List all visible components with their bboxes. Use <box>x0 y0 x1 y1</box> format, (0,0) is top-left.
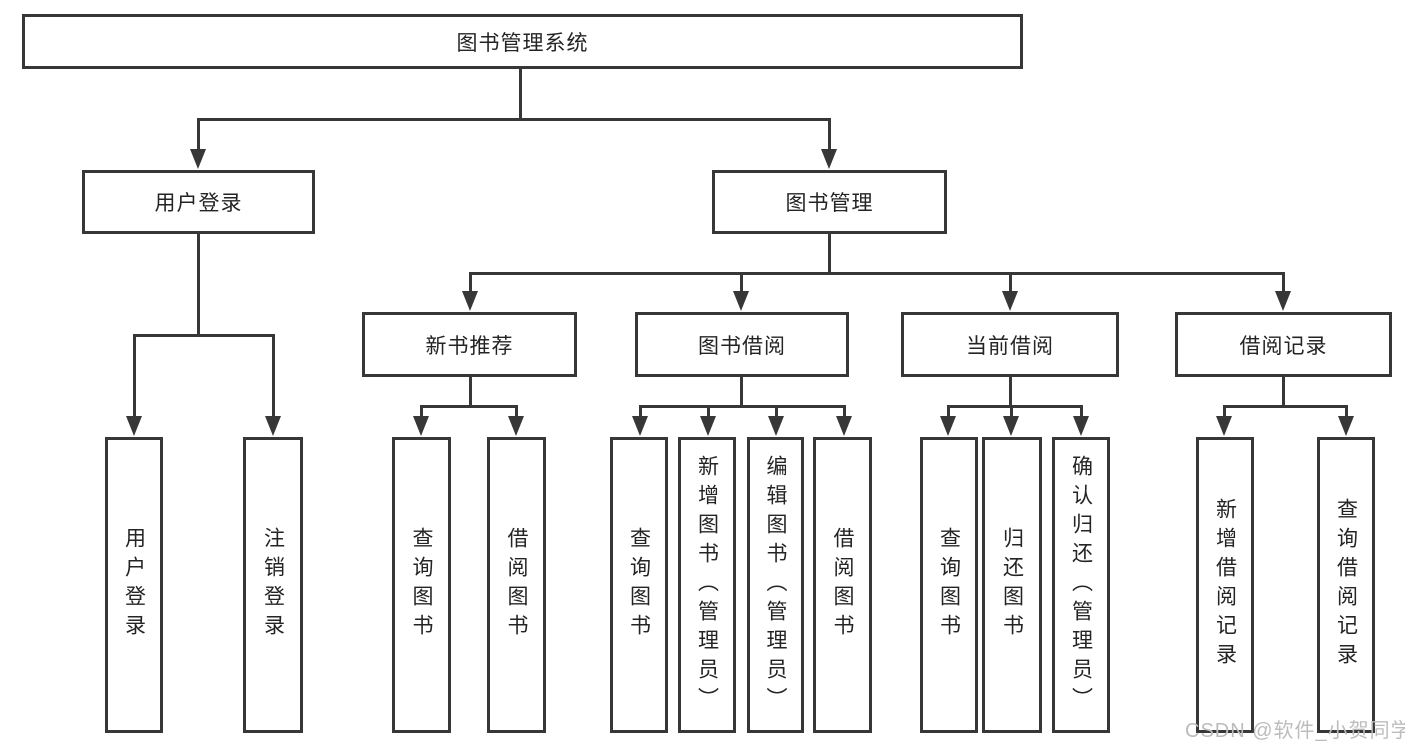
node-label: 借阅图书 <box>505 527 528 643</box>
connector <box>1080 406 1083 420</box>
node-label: 查询图书 <box>410 527 433 643</box>
connector <box>469 272 1285 275</box>
leaf-confirm-return-admin: 确认归还（管理员） <box>1052 437 1110 733</box>
node-label: 归还图书 <box>1000 527 1024 643</box>
arrow-down-icon <box>1073 416 1089 436</box>
node-label: 新书推荐 <box>425 334 514 358</box>
arrow-down-icon <box>700 416 716 436</box>
connector <box>828 119 831 152</box>
node-label: 注销登录 <box>261 527 285 643</box>
connector <box>515 406 518 420</box>
arrow-down-icon <box>940 416 956 436</box>
node-label: 图书借阅 <box>698 334 786 358</box>
leaf-add-borrow-record: 新增借阅记录 <box>1196 437 1254 733</box>
arrow-down-icon <box>1338 416 1354 436</box>
node-label: 图书管理 <box>785 192 874 215</box>
connector <box>1009 377 1012 408</box>
leaf-query-books-recommend: 查询图书 <box>392 437 451 733</box>
connector <box>639 405 846 408</box>
node-system-root: 图书管理系统 <box>22 14 1023 69</box>
node-label: 当前借阅 <box>966 334 1054 358</box>
connector <box>828 234 831 274</box>
connector <box>740 377 743 408</box>
connector <box>843 406 846 420</box>
node-label: 借阅记录 <box>1239 334 1328 358</box>
leaf-logout: 注销登录 <box>243 437 303 733</box>
node-label: 确认归还（管理员） <box>1069 454 1093 716</box>
connector <box>775 406 778 420</box>
connector <box>1345 406 1348 420</box>
node-book-borrow: 图书借阅 <box>635 312 849 377</box>
arrow-down-icon <box>126 416 142 436</box>
node-label: 新增借阅记录 <box>1213 498 1237 672</box>
connector <box>519 68 522 121</box>
connector <box>740 273 743 295</box>
node-label: 查询图书 <box>627 527 651 643</box>
connector <box>707 406 710 420</box>
connector <box>1223 406 1226 420</box>
connector <box>1282 377 1285 408</box>
connector <box>272 335 275 420</box>
arrow-down-icon <box>1003 416 1019 436</box>
node-label: 查询图书 <box>937 527 961 643</box>
leaf-query-books-borrow: 查询图书 <box>610 437 668 733</box>
leaf-return-book: 归还图书 <box>982 437 1042 733</box>
node-borrow-records: 借阅记录 <box>1175 312 1392 377</box>
connector <box>947 406 950 420</box>
connector <box>197 233 200 336</box>
node-label: 用户登录 <box>154 192 243 215</box>
node-current-borrow: 当前借阅 <box>901 312 1119 377</box>
leaf-add-book-admin: 新增图书（管理员） <box>678 437 736 733</box>
leaf-query-borrow-record: 查询借阅记录 <box>1317 437 1375 733</box>
arrow-down-icon <box>836 416 852 436</box>
arrow-down-icon <box>768 416 784 436</box>
connector <box>197 118 831 121</box>
leaf-query-books-current: 查询图书 <box>920 437 978 733</box>
connector <box>947 405 1083 408</box>
arrow-down-icon <box>632 416 648 436</box>
connector <box>420 406 423 420</box>
leaf-user-login: 用户登录 <box>105 437 163 733</box>
arrow-down-icon <box>508 416 524 436</box>
arrow-down-icon <box>1275 291 1291 311</box>
arrow-down-icon <box>413 416 429 436</box>
watermark: CSDN @软件_小贺同学 <box>1185 720 1405 742</box>
arrow-down-icon <box>1216 416 1232 436</box>
leaf-edit-book-admin: 编辑图书（管理员） <box>747 437 804 733</box>
connector <box>420 405 518 408</box>
arrow-down-icon <box>462 291 478 311</box>
node-new-book-recommend: 新书推荐 <box>362 312 577 377</box>
arrow-down-icon <box>190 149 206 169</box>
node-label: 查询借阅记录 <box>1334 498 1358 672</box>
arrow-down-icon <box>821 149 837 169</box>
arrow-down-icon <box>1002 291 1018 311</box>
node-book-management: 图书管理 <box>712 170 947 234</box>
connector <box>1223 405 1348 408</box>
node-label: 借阅图书 <box>831 527 854 643</box>
connector <box>133 334 275 337</box>
connector <box>469 377 472 408</box>
connector <box>639 406 642 420</box>
node-label: 新增图书（管理员） <box>695 454 719 716</box>
connector <box>1010 406 1013 420</box>
connector <box>1282 273 1285 295</box>
arrow-down-icon <box>265 416 281 436</box>
node-user-login: 用户登录 <box>82 170 315 234</box>
node-label: 图书管理系统 <box>456 31 589 55</box>
leaf-borrow-books-recommend: 借阅图书 <box>487 437 546 733</box>
connector <box>1009 273 1012 295</box>
arrow-down-icon <box>733 291 749 311</box>
node-label: 编辑图书（管理员） <box>764 454 787 716</box>
connector <box>197 119 200 152</box>
connector <box>133 335 136 420</box>
leaf-borrow-books-borrow: 借阅图书 <box>813 437 872 733</box>
node-label: 用户登录 <box>122 527 146 643</box>
connector <box>469 273 472 295</box>
